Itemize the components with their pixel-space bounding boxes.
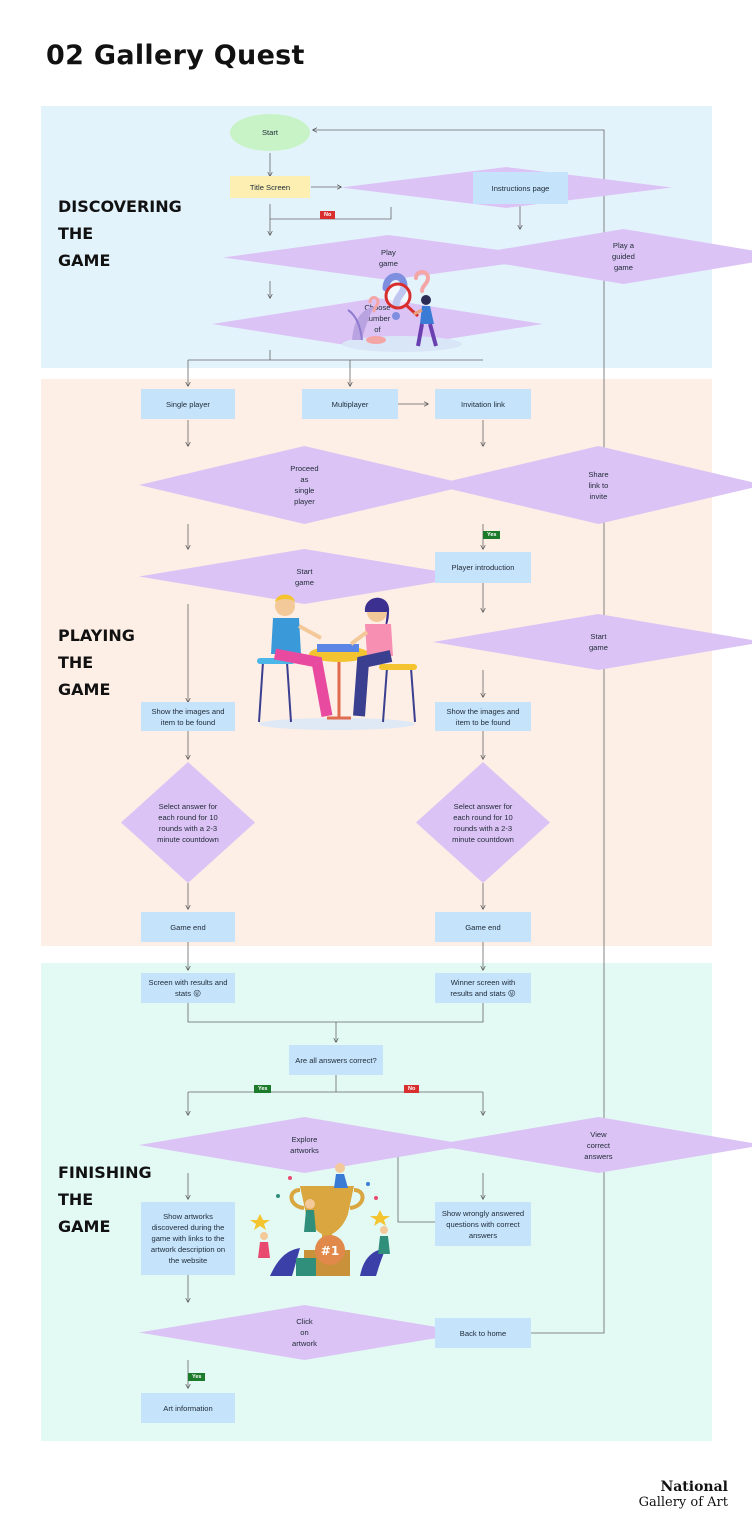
instructions-page-node: Instructions page [473, 172, 568, 204]
all-correct-node: Are all answers correct? [289, 1045, 383, 1075]
players-illustration [257, 594, 417, 730]
art-information-node: Art information [141, 1393, 235, 1423]
page-title: 02 Gallery Quest [46, 40, 305, 71]
yes-badge-share: Yes [483, 531, 501, 539]
show-images-right-node: Show the images and item to be found [435, 702, 531, 731]
start-node: Start [230, 114, 310, 151]
yes-badge-click: Yes [188, 1373, 206, 1381]
yes-badge-correct: Yes [254, 1085, 272, 1093]
trophy-illustration: #1 [250, 1163, 390, 1276]
game-end-right-node: Game end [435, 912, 531, 942]
title-screen-node: Title Screen [230, 176, 310, 198]
show-wrong-node: Show wrongly answered questions with cor… [435, 1202, 531, 1246]
no-badge-tutorial: No [320, 211, 336, 219]
player-introduction-node: Player introduction [435, 552, 531, 583]
svg-text:#1: #1 [321, 1244, 339, 1258]
results-left-node: Screen with results and stats 😜 [141, 973, 235, 1003]
multiplayer-node: Multiplayer [302, 389, 398, 419]
national-gallery-logo: National Gallery of Art [638, 1479, 728, 1510]
game-end-left-node: Game end [141, 912, 235, 942]
show-artworks-node: Show artworks discovered during the game… [141, 1202, 235, 1275]
no-badge-correct: No [404, 1085, 420, 1093]
detective-illustration [342, 270, 462, 352]
back-to-home-node: Back to home [435, 1318, 531, 1348]
show-images-left-node: Show the images and item to be found [141, 702, 235, 731]
single-player-node: Single player [141, 389, 235, 419]
results-right-node: Winner screen with results and stats 😜 [435, 973, 531, 1003]
invitation-link-node: Invitation link [435, 389, 531, 419]
